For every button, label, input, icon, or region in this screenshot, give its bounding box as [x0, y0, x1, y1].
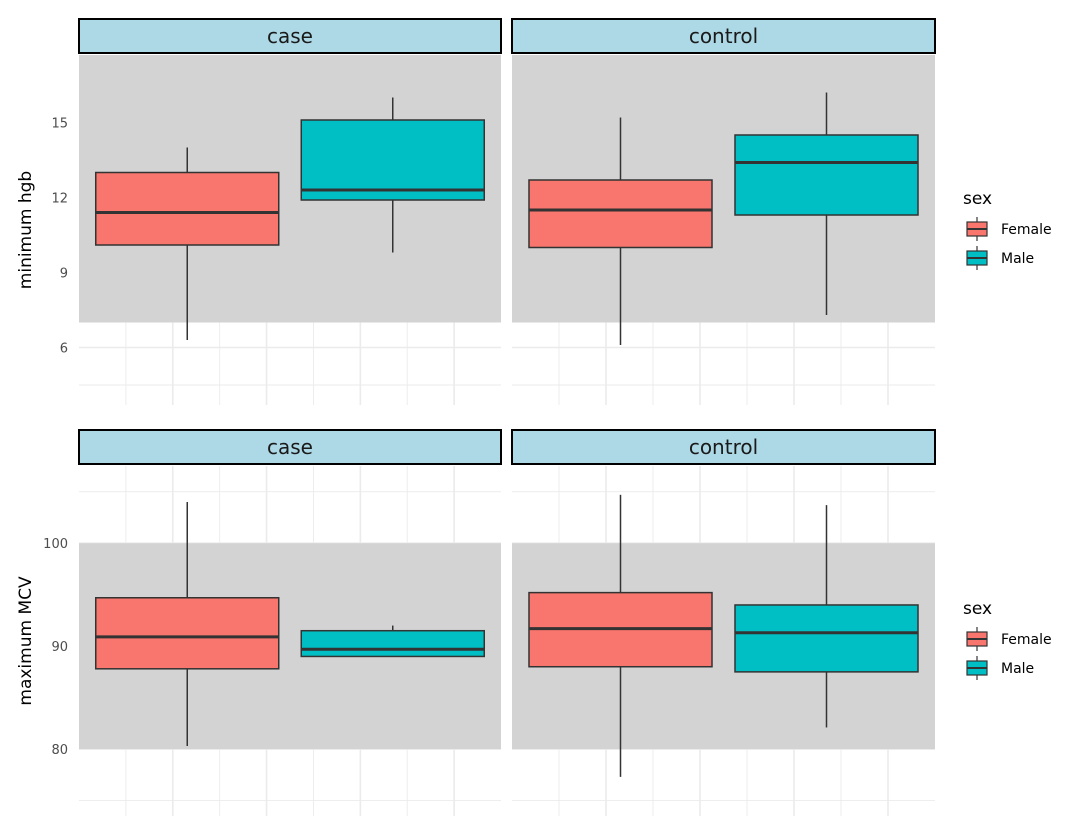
y-tick-label: 80 [51, 743, 68, 758]
box-male [300, 97, 486, 253]
box-body [300, 119, 486, 201]
y-tick-label: 6 [60, 342, 68, 357]
box-body [300, 629, 486, 658]
y-tick-label: 12 [51, 192, 68, 207]
facet-strip [511, 18, 936, 54]
box-female [528, 117, 713, 345]
legend-label: Female [1001, 632, 1052, 648]
legend-title: sex [963, 189, 992, 209]
legend-item-male: Male [966, 656, 1034, 680]
box-body [528, 179, 713, 249]
y-axis-title: minimum hgb [16, 171, 36, 289]
box-body [734, 604, 919, 673]
box-body [94, 597, 280, 670]
y-axis-title: maximum MCV [16, 576, 36, 706]
legend-title: sex [963, 599, 992, 619]
box-body [734, 134, 919, 216]
facet-panel-case: case [78, 429, 502, 816]
legend-label: Female [1001, 222, 1052, 238]
box-male [734, 92, 919, 315]
box-female [528, 494, 713, 777]
y-tick-label: 90 [51, 640, 68, 655]
facet-panel-control: control [511, 18, 936, 405]
facet-panel-case: case [78, 18, 502, 405]
legend-label: Male [1001, 251, 1034, 267]
legend-label: Male [1001, 661, 1034, 677]
chart-row-1: maximum MCV 80 90 100 case control sexFemaleMa… [16, 429, 1052, 816]
facet-panel-control: control [511, 429, 936, 816]
chart-row-0: minimum hgb 6 9 12 15 case control sexFemaleMal… [16, 18, 1052, 405]
facet-strip [511, 429, 936, 465]
y-tick-label: 100 [43, 537, 68, 552]
box-female [94, 147, 280, 340]
box-female [94, 502, 280, 746]
facet-strip [78, 429, 502, 465]
facet-label: case [267, 24, 313, 48]
legend-item-male: Male [966, 246, 1034, 270]
box-male [300, 625, 486, 658]
facet-label: case [267, 435, 313, 459]
facet-strip [78, 18, 502, 54]
y-tick-label: 15 [51, 117, 68, 132]
facet-label: control [689, 24, 758, 48]
facet-label: control [689, 435, 758, 459]
legend-item-female: Female [966, 627, 1052, 651]
box-male [734, 505, 919, 728]
box-body [94, 171, 280, 246]
y-tick-label: 9 [60, 267, 68, 282]
legend-item-female: Female [966, 217, 1052, 241]
